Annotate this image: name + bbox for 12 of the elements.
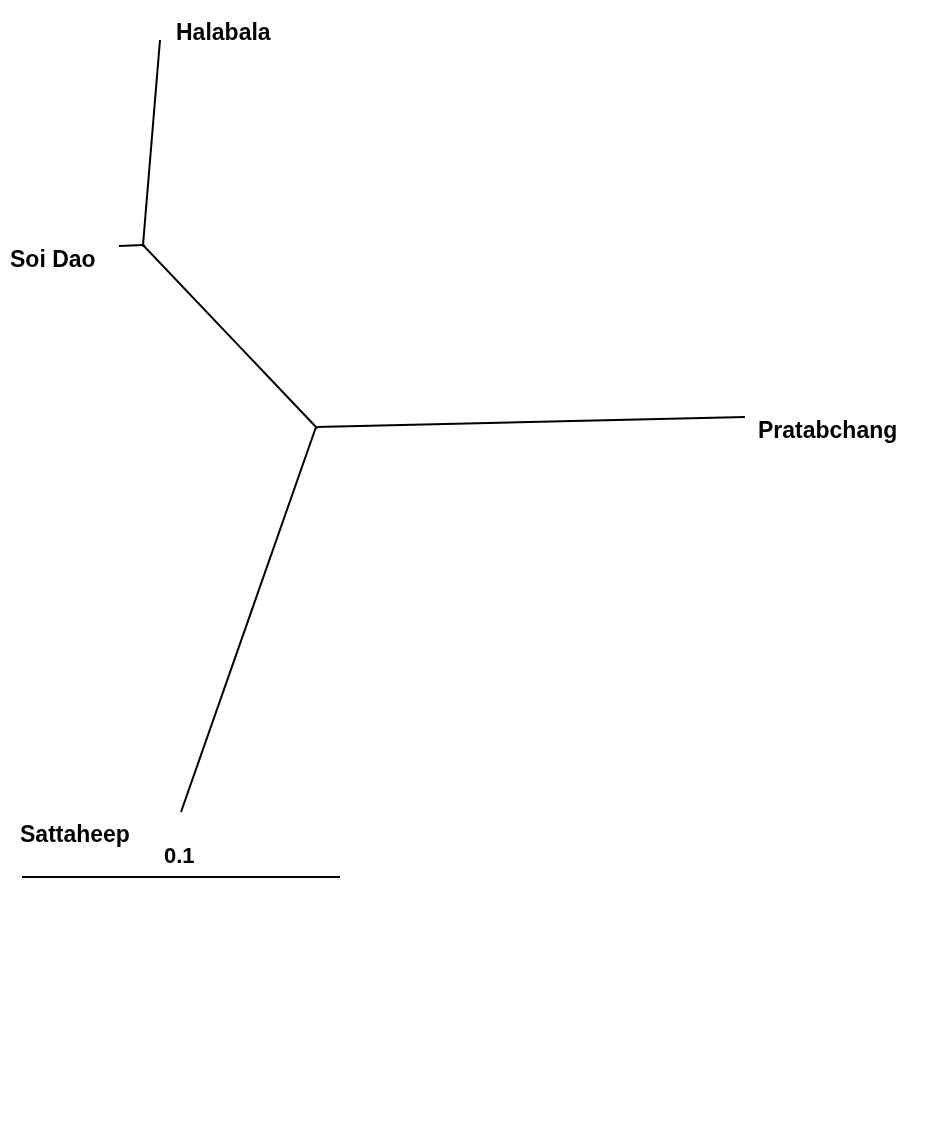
tree-branch <box>315 416 746 428</box>
tree-branch <box>142 39 161 246</box>
taxon-label: Soi Dao <box>10 245 120 273</box>
tree-branch <box>180 426 317 813</box>
tree-branch <box>118 244 144 247</box>
taxon-label: Sattaheep <box>20 820 130 848</box>
branch-junction <box>314 425 318 429</box>
tree-branch <box>142 244 317 428</box>
scale-value: 0.1 <box>164 842 195 870</box>
branch-junction <box>141 243 145 247</box>
taxon-label: Halabala <box>176 18 271 46</box>
taxon-label: Pratabchang <box>758 416 898 444</box>
